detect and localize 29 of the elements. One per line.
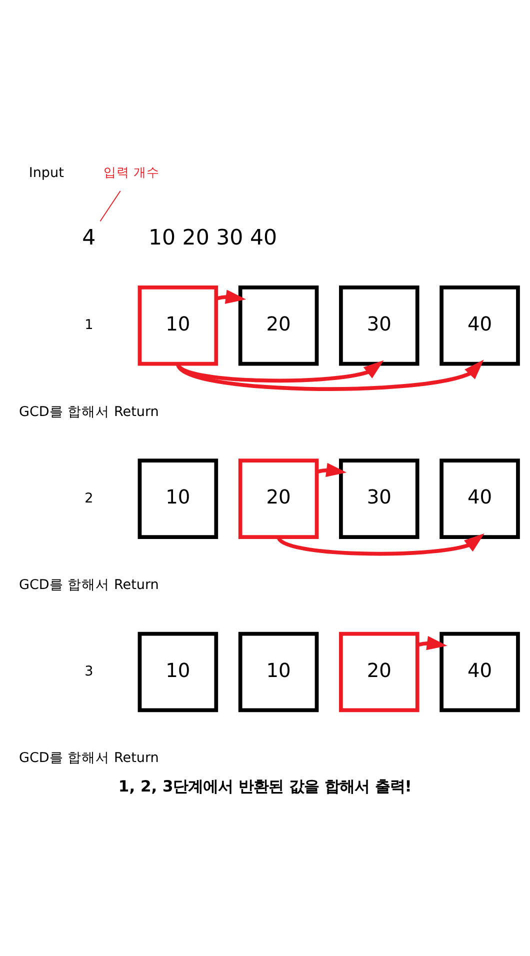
- node-box: 40: [440, 285, 520, 366]
- arrow: [176, 359, 484, 390]
- node-box: 20: [238, 285, 319, 366]
- node-box: 10: [138, 458, 218, 538]
- label: Input: [28, 164, 64, 180]
- arrow: [216, 289, 246, 304]
- node-text: 4: [82, 224, 96, 250]
- label: GCD를 합해서 Return: [19, 403, 159, 420]
- node-box: 10: [238, 631, 319, 712]
- caption: 1, 2, 3단계에서 반환된 값을 합해서 출력!: [118, 776, 412, 795]
- node-box: 40: [440, 631, 520, 712]
- label: 2: [84, 490, 94, 506]
- node-box: 30: [339, 458, 420, 538]
- node-box: 20: [238, 458, 319, 538]
- label: 10 20 30 40: [148, 224, 278, 250]
- label: 3: [84, 663, 94, 680]
- node-box: 40: [440, 458, 520, 538]
- label: GCD를 합해서 Return: [19, 750, 159, 766]
- connector: [100, 190, 121, 222]
- label: GCD를 합해서 Return: [19, 576, 159, 592]
- node-box: 20: [339, 631, 420, 712]
- node-box: 30: [339, 285, 420, 366]
- arrow: [316, 462, 347, 476]
- node-box: 10: [138, 285, 218, 366]
- arrow: [276, 532, 484, 556]
- label: 1: [84, 316, 94, 333]
- arrow: [417, 636, 448, 650]
- node-box: 10: [138, 631, 218, 712]
- node-text: 입력 개수: [104, 164, 160, 180]
